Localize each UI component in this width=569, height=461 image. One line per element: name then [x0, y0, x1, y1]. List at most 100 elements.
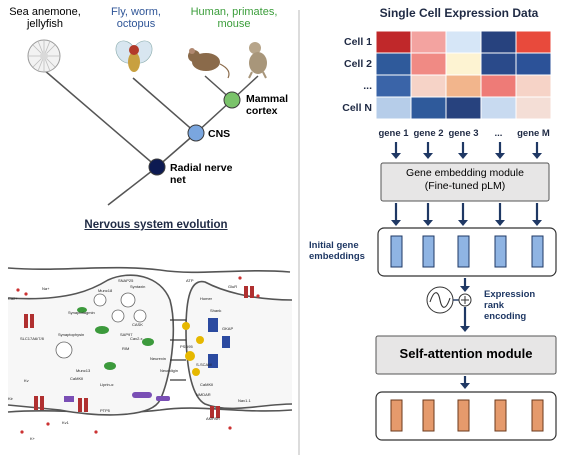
- synapse-protein-label: Liprin-α: [100, 382, 114, 387]
- synapse-protein-label: Na+: [42, 286, 50, 291]
- jellyfish-icon: [27, 39, 61, 73]
- gene-column-label: gene 3: [448, 128, 479, 139]
- heatmap-cell: [410, 96, 447, 120]
- tree-title: Nervous system evolution: [84, 219, 228, 231]
- output-embedding-token: [494, 399, 507, 432]
- heatmap-cell: [480, 52, 517, 76]
- flow-arrowhead: [532, 220, 542, 226]
- flow-arrowhead: [532, 153, 542, 159]
- heatmap-cell: [410, 74, 447, 98]
- synapse-illustration: Munc18SNAP25SyntaxinSynaptotagminSynapto…: [7, 266, 293, 441]
- synapse-protein-label: AMPAR: [206, 416, 220, 421]
- cell-row-label: Cell 2: [343, 58, 372, 70]
- synapse-protein-label: K+: [30, 436, 36, 441]
- heatmap-cell: [480, 74, 517, 98]
- heatmap-cell: [445, 30, 482, 54]
- flow-arrowhead: [391, 220, 401, 226]
- gene-embedding-module-box: [380, 162, 550, 202]
- synapse-protein-label: Neuroligin: [160, 368, 178, 373]
- heatmap-cell: [375, 96, 412, 120]
- flow-arrowhead: [460, 326, 470, 332]
- flow-arrowhead: [423, 153, 433, 159]
- synapse-protein-label: SLC17A6/7/8: [20, 336, 45, 341]
- synapse-protein-label: Shank: [210, 308, 221, 313]
- group-label-mammal: Human, primates, mouse: [190, 6, 278, 30]
- heatmap-cell: [515, 52, 552, 76]
- synapse-protein-label: PTPδ: [100, 408, 111, 413]
- synapse-protein-label: SAP97: [120, 332, 133, 337]
- node-label-cns: CNS: [208, 128, 231, 140]
- heatmap-cell: [445, 52, 482, 76]
- synapse-protein-label: Synaptophysin: [58, 332, 84, 337]
- expression-title: Single Cell Expression Data: [379, 6, 539, 20]
- synapse-protein-label: NMDAR: [196, 392, 211, 397]
- synapse-protein-label: CASK: [132, 322, 143, 327]
- synapse-protein-label: S-SCAM: [196, 362, 212, 367]
- heatmap-cell: [480, 96, 517, 120]
- initial-gene-embedding-token: [494, 235, 507, 268]
- heatmap-cell: [515, 30, 552, 54]
- synapse-protein-label: Munc18: [98, 288, 113, 293]
- synapse-protein-label: Kir: [8, 396, 14, 401]
- initial-gene-embedding-token: [531, 235, 544, 268]
- synapse-protein-label: Neurexin: [150, 356, 166, 361]
- heatmap-cell: [480, 30, 517, 54]
- heatmap-cell: [410, 52, 447, 76]
- cell-row-label: Cell N: [342, 102, 372, 114]
- node-label-radial-nerve-net: Radial nerve net: [170, 162, 233, 186]
- flow-arrowhead: [458, 220, 468, 226]
- initial-gene-embedding-token: [390, 235, 403, 268]
- synapse-protein-label: Kv1: [62, 420, 70, 425]
- group-label-anemone: Sea anemone, jellyfish: [9, 6, 81, 30]
- gene-column-label: gene M: [517, 128, 550, 139]
- monkey-icon: [248, 42, 267, 79]
- mouse-icon: [188, 48, 230, 79]
- initial-gene-embedding-token: [422, 235, 435, 268]
- model-pipeline: [375, 142, 557, 441]
- synapse-protein-label: Synaptotagmin: [68, 310, 95, 315]
- tree-branch-cns: [156, 132, 197, 168]
- heatmap-cell: [445, 74, 482, 98]
- heatmap-cell: [515, 74, 552, 98]
- output-embedding-token: [390, 399, 403, 432]
- flow-arrowhead: [460, 286, 470, 292]
- heatmap-cell: [375, 74, 412, 98]
- synapse-protein-label: GKAP: [222, 326, 233, 331]
- synapse-protein-label: RIM: [122, 346, 129, 351]
- initial-embeddings-label: Initial gene embeddings: [309, 240, 365, 262]
- cns-node: [187, 124, 205, 142]
- rank-encoding-label: Expression rank encoding: [484, 289, 536, 322]
- group-label-fly: Fly, worm, octopus: [111, 6, 161, 30]
- synapse-protein-label: Ca2+: [8, 296, 18, 301]
- tree-root-branch: [107, 166, 158, 206]
- heatmap-cell: [410, 30, 447, 54]
- output-embedding-token: [422, 399, 435, 432]
- synapse-protein-label: Cav2.x: [130, 336, 142, 341]
- flow-arrowhead: [391, 153, 401, 159]
- synapse-protein-label: GluR: [228, 284, 237, 289]
- synapse-protein-label: Homer: [200, 296, 213, 301]
- synapse-protein-label: CaMKII: [200, 382, 213, 387]
- self-attention-module-box: [375, 335, 557, 375]
- gene-column-label: ...: [494, 128, 503, 139]
- expression-heatmap: [375, 30, 552, 120]
- flow-arrowhead: [423, 220, 433, 226]
- heatmap-cell: [515, 96, 552, 120]
- synapse-protein-label: ATP: [186, 278, 194, 283]
- cell-row-label: ...: [363, 80, 372, 92]
- flow-arrowhead: [458, 153, 468, 159]
- tree-branch-anemone: [43, 69, 158, 168]
- cell-row-label: Cell 1: [343, 36, 372, 48]
- output-embedding-token: [531, 399, 544, 432]
- synapse-protein-label: Nav1.1: [238, 398, 251, 403]
- flow-arrowhead: [495, 153, 505, 159]
- output-embedding-token: [457, 399, 470, 432]
- synapse-protein-label: CaMKII: [70, 376, 83, 381]
- heatmap-cell: [375, 30, 412, 54]
- heatmap-cell: [445, 96, 482, 120]
- mammal-cortex-node: [223, 91, 241, 109]
- synapse-protein-label: Kv: [24, 378, 29, 383]
- synapse-protein-label: Syntaxin: [130, 284, 145, 289]
- gene-embedding-module-label: Gene embedding module (Fine-tuned pLM): [406, 167, 524, 192]
